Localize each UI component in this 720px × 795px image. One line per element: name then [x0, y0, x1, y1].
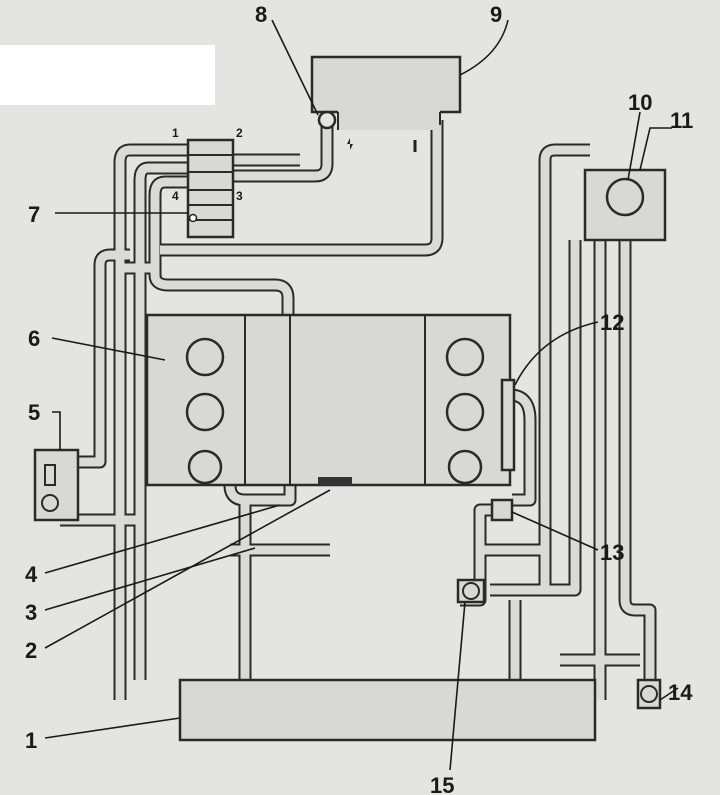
- flow-arrow-icon: [347, 138, 353, 150]
- pipe: [233, 125, 334, 183]
- callout-11: 11: [670, 108, 693, 133]
- pipe: [78, 250, 130, 467]
- callout-2: 2: [25, 638, 37, 663]
- callout-3: 3: [25, 600, 37, 625]
- port-label-2: 2: [236, 126, 243, 140]
- callout-15: 15: [430, 773, 454, 795]
- callout-12: 12: [600, 310, 624, 335]
- port-label-1: 1: [172, 126, 179, 140]
- heater: [33, 448, 80, 522]
- callout-5: 5: [28, 400, 40, 425]
- reservoir-cap-icon: [317, 110, 337, 130]
- pipe: [490, 240, 580, 595]
- callout-13: 13: [600, 540, 624, 565]
- pump-15: [456, 578, 486, 604]
- callout-4: 4: [25, 562, 38, 587]
- reservoir: [310, 55, 462, 152]
- pipe: [160, 120, 442, 255]
- pipe: [115, 145, 188, 700]
- callout-6: 6: [28, 326, 40, 351]
- port-label-3: 3: [236, 189, 243, 203]
- pipe: [225, 484, 295, 505]
- sensor-13: [490, 498, 514, 522]
- callout-8: 8: [255, 2, 267, 27]
- pipe: [620, 240, 655, 690]
- white-patch: [0, 45, 215, 105]
- valve-14: [636, 678, 662, 710]
- callout-1: 1: [25, 728, 37, 753]
- thermostat-valve-block: 1 2 3 4: [172, 126, 243, 239]
- callouts: 8 9 10 11 7 6 5 12 13 4 3 2 1 14 15: [25, 2, 693, 795]
- callout-7: 7: [28, 202, 40, 227]
- engine-block: [145, 313, 516, 487]
- pipe: [233, 125, 332, 181]
- radiator: [583, 168, 667, 242]
- pipe: [538, 143, 590, 590]
- pipe: [135, 163, 188, 680]
- pipe: [540, 145, 590, 590]
- pipes: [60, 120, 657, 700]
- leader-lines: [44, 19, 679, 771]
- callout-14: 14: [668, 680, 693, 705]
- bottom-unit: [178, 678, 597, 742]
- temperature-sensor: [318, 477, 352, 485]
- pipe: [150, 177, 293, 315]
- callout-9: 9: [490, 2, 502, 27]
- callout-10: 10: [628, 90, 652, 115]
- pipe: [475, 505, 545, 555]
- port-label-4: 4: [172, 189, 179, 203]
